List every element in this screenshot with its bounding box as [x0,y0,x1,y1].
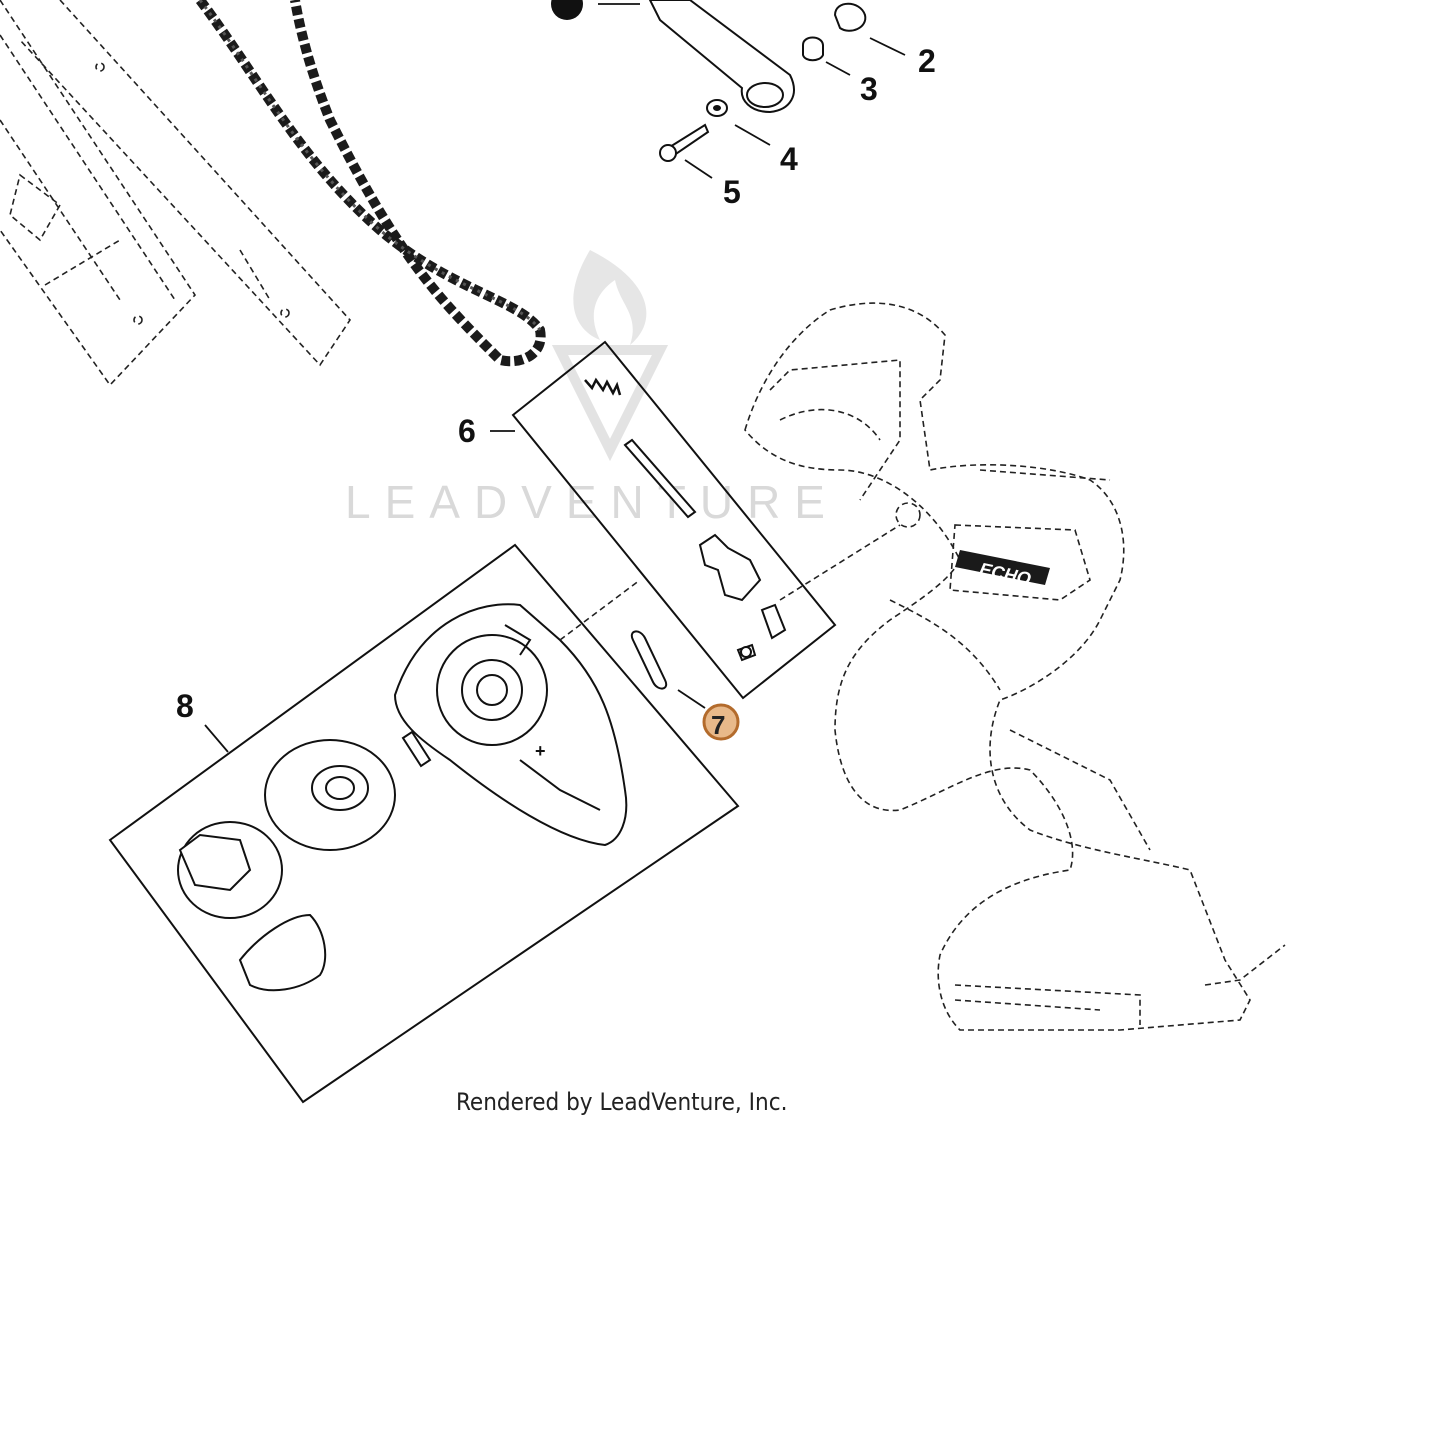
callout-3[interactable]: 3 [860,71,878,107]
cap-part [238,913,327,992]
callout-4[interactable]: 4 [780,141,798,177]
guide-bar [0,0,352,387]
callout-7[interactable]: 7 [711,710,725,740]
svg-text:+: + [535,741,546,761]
callout-5[interactable]: 5 [723,174,741,210]
brand-plate [955,550,1050,585]
chainsaw-body: ECHO [744,302,1286,1031]
rendered-by-credit: Rendered by LeadVenture, Inc. [456,1088,787,1116]
saw-chain [195,0,546,367]
watermark-text: LEADVENTURE [345,476,839,528]
callout-8[interactable]: 8 [176,688,194,724]
spacer-part-7: 7 [630,630,740,741]
callout-6[interactable]: 6 [458,413,476,449]
spring-part [584,377,622,396]
callout-1-marker [551,0,583,20]
lever-assembly [551,0,867,162]
callout-2[interactable]: 2 [918,43,936,79]
tensioner-kit-box: 6 [458,340,837,700]
rod-part [623,438,697,519]
callouts-top: 2 3 4 5 [684,37,936,210]
watermark-v-icon [551,345,669,462]
callout-7-highlight[interactable] [702,703,740,741]
watermark-flame-icon [573,250,647,345]
assembly-lines [559,524,901,641]
side-cover-kit-box: 8 + [108,543,740,1104]
tensioner-part [698,533,762,602]
